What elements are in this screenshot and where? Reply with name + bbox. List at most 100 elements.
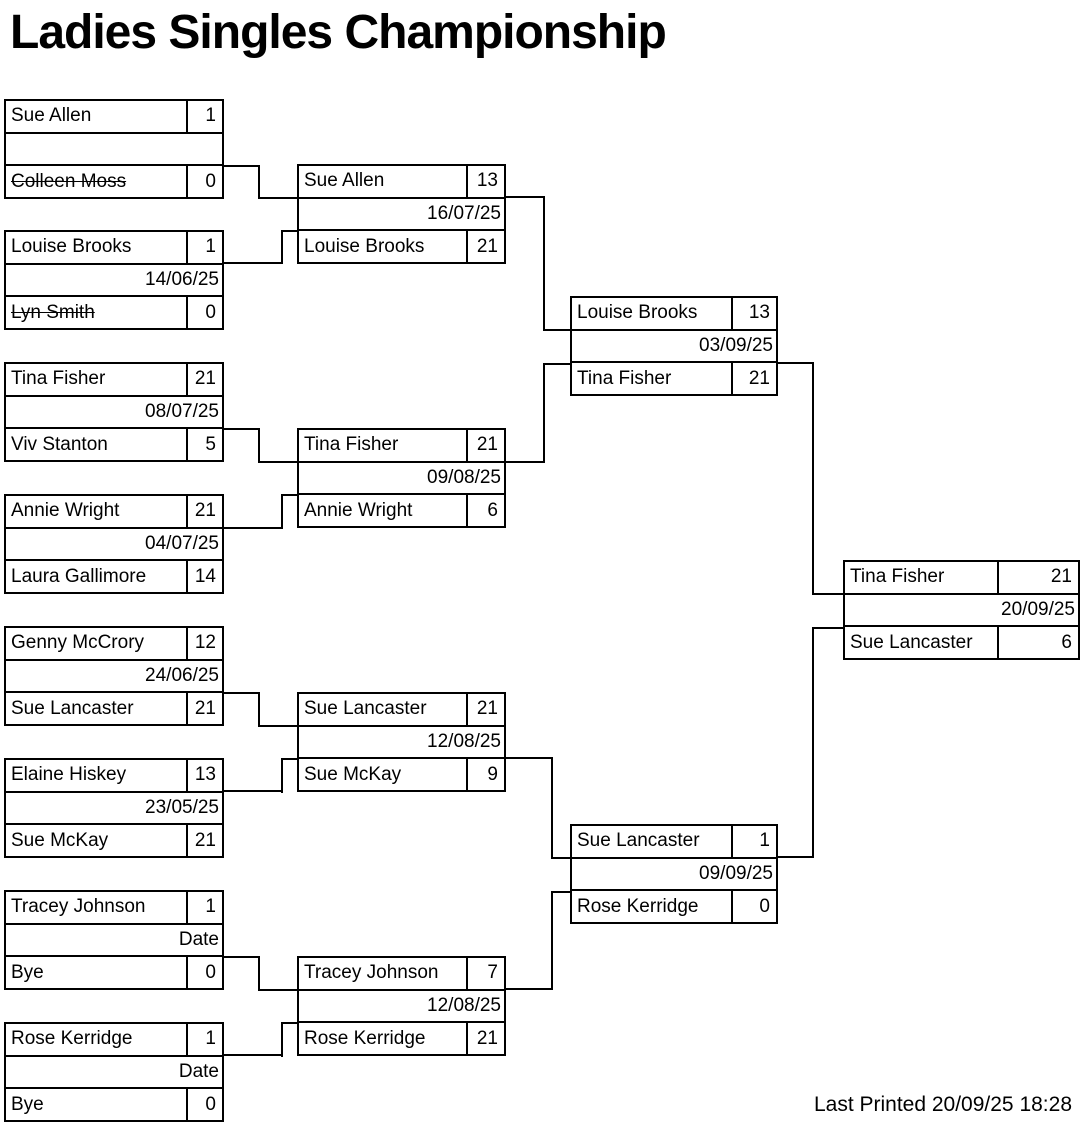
score-cell: 21 [466,694,504,725]
score-cell: 13 [731,298,776,329]
player-row: Tina Fisher 21 [6,364,222,397]
score-cell: 0 [186,166,222,198]
connector-line [543,329,570,331]
score-cell: 7 [466,958,504,989]
score-cell: 14 [186,561,222,593]
player-name-cell: Tina Fisher [850,566,945,588]
score-cell: 1 [186,101,222,132]
score-cell: 21 [186,693,222,725]
player-name-cell: Laura Gallimore [11,565,147,587]
player-name-cell: Louise Brooks [11,236,132,258]
date-cell: 20/09/25 [1001,599,1075,620]
date-row: 09/08/25 [299,463,504,496]
player-row: Rose Kerridge 1 [6,1024,222,1057]
connector-line [812,627,814,858]
match-r2-m1: Sue Allen 13 16/07/25 Louise Brooks 21 [297,164,506,264]
match-sf-m2: Sue Lancaster 1 09/09/25 Rose Kerridge 0 [570,824,778,924]
date-row: 12/08/25 [299,727,504,760]
date-row: 04/07/25 [6,529,222,562]
player-name-cell: Tina Fisher [11,368,106,390]
score-cell: 6 [466,495,504,527]
connector-line [281,230,283,264]
connector-line [281,230,297,232]
connector-line [543,196,545,331]
connector-line [506,196,543,198]
date-row: Date [6,925,222,958]
connector-line [258,165,260,199]
score-cell: 6 [997,627,1078,659]
player-name-cell: Lyn Smith [11,301,95,323]
score-cell: 1 [186,892,222,923]
player-row: Sue McKay 21 [6,825,222,857]
score-cell: 5 [186,429,222,461]
player-name-cell: Annie Wright [304,499,413,521]
player-row: Sue Lancaster 1 [572,826,776,859]
connector-line [506,988,551,990]
player-name-cell: Tina Fisher [304,434,399,456]
connector-line [281,758,297,760]
player-name-cell: Sue McKay [11,829,109,851]
date-row [6,134,222,167]
connector-line [258,692,260,727]
date-cell: Date [178,929,219,950]
player-row: Louise Brooks 1 [6,232,222,265]
player-name-cell: Annie Wright [11,500,120,522]
player-name-cell: Sue Lancaster [11,697,134,719]
match-r2-m4: Tracey Johnson 7 12/08/25 Rose Kerridge … [297,956,506,1056]
score-cell: 9 [466,759,504,791]
score-cell: 21 [997,562,1078,593]
date-row: 08/07/25 [6,397,222,430]
date-cell: 12/08/25 [427,731,501,752]
score-cell: 13 [186,760,222,791]
score-cell: 21 [186,364,222,395]
match-r1-m7: Tracey Johnson 1 Date Bye 0 [4,890,224,990]
player-name-cell: Genny McCrory [11,632,145,654]
match-r1-m5: Genny McCrory 12 24/06/25 Sue Lancaster … [4,626,224,726]
date-row: 09/09/25 [572,859,776,892]
player-name-cell: Sue Lancaster [577,830,700,852]
score-cell: 0 [186,957,222,989]
player-row: Colleen Moss 0 [6,166,222,198]
player-name-cell: Colleen Moss [11,170,127,192]
player-row: Sue Allen 13 [299,166,504,199]
player-name-cell: Bye [11,961,44,983]
score-cell: 1 [186,1024,222,1055]
connector-line [224,692,258,694]
player-name-cell: Rose Kerridge [577,895,699,917]
score-cell: 1 [186,232,222,263]
connector-line [258,428,260,463]
player-row: Lyn Smith 0 [6,297,222,329]
date-cell [6,134,222,165]
date-cell: 16/07/25 [427,203,501,224]
player-row: Sue Lancaster 21 [6,693,222,725]
date-row: 03/09/25 [572,331,776,364]
date-cell: 23/05/25 [145,797,219,818]
connector-line [506,461,543,463]
date-row: Date [6,1057,222,1090]
player-name-cell: Sue Lancaster [850,631,973,653]
date-cell: 08/07/25 [145,401,219,422]
player-name-cell: Tracey Johnson [11,896,146,918]
score-cell: 21 [731,363,776,395]
match-r1-m2: Louise Brooks 1 14/06/25 Lyn Smith 0 [4,230,224,330]
date-cell: 03/09/25 [699,335,773,356]
score-cell: 0 [186,1089,222,1121]
player-row: Tracey Johnson 1 [6,892,222,925]
date-row: 20/09/25 [845,595,1078,628]
connector-line [281,1022,283,1057]
connector-line [224,1054,283,1056]
match-r2-m3: Sue Lancaster 21 12/08/25 Sue McKay 9 [297,692,506,792]
player-name-cell: Sue McKay [304,763,402,785]
player-row: Bye 0 [6,957,222,989]
player-name-cell: Elaine Hiskey [11,764,127,786]
player-row: Tina Fisher 21 [299,430,504,463]
connector-line [543,363,545,463]
match-r2-m2: Tina Fisher 21 09/08/25 Annie Wright 6 [297,428,506,528]
player-row: Annie Wright 6 [299,495,504,527]
player-name-cell: Bye [11,1093,44,1115]
player-name-cell: Viv Stanton [11,433,108,455]
connector-line [812,593,843,595]
player-row: Sue Allen 1 [6,101,222,134]
player-row: Rose Kerridge 0 [572,891,776,923]
